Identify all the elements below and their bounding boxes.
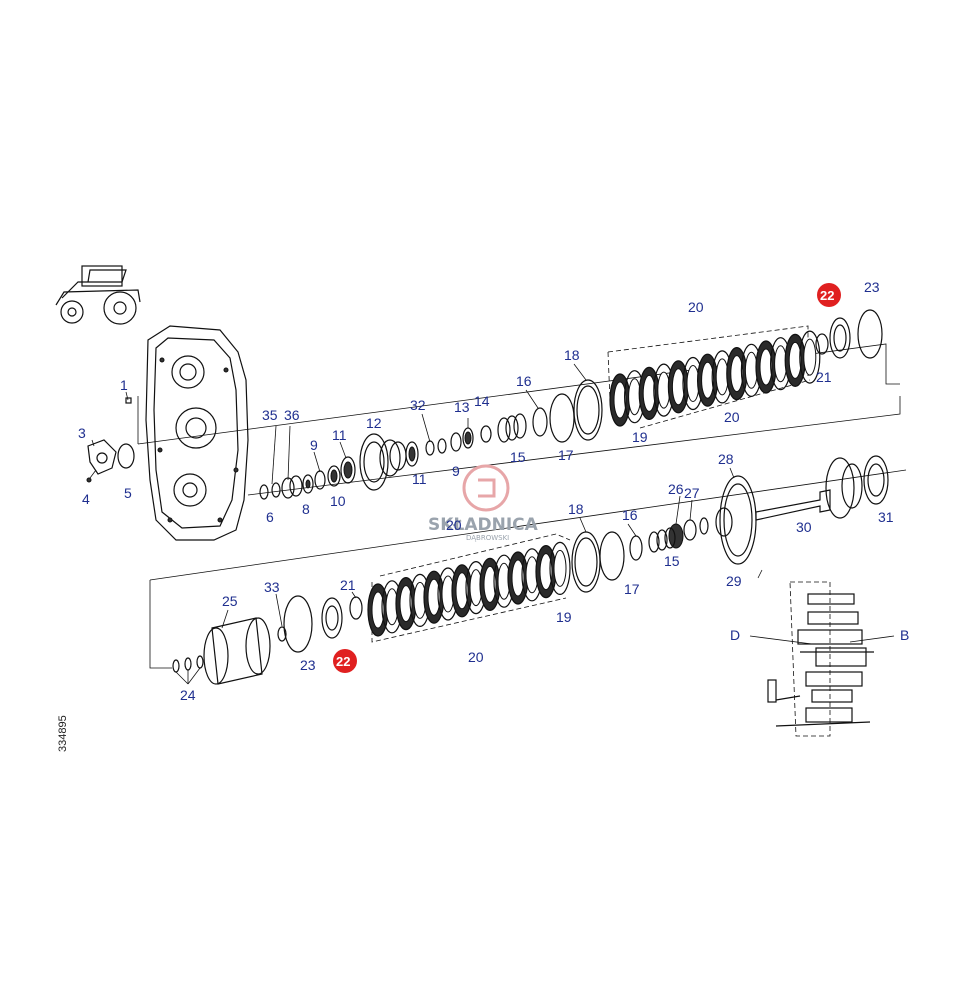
leader-lines: [91, 363, 735, 685]
callout-20-upper-bottom: 20: [724, 409, 740, 425]
callout-18-lower: 18: [568, 501, 584, 517]
clutch-disc-bore: [803, 338, 817, 376]
upper-clutch-pack: [607, 309, 883, 429]
clutch-disc-bore: [613, 381, 627, 419]
callout-19-lower: 19: [556, 609, 572, 625]
callout-23-upper: 23: [864, 279, 880, 295]
upper-mid-rings: [405, 379, 603, 467]
upper-axis: [137, 343, 907, 669]
clutch-disc-bore: [399, 585, 413, 623]
callout-11-left: 11: [332, 427, 347, 443]
clutch-disc-bore: [671, 368, 685, 406]
callout-31: 31: [878, 509, 894, 525]
callout-9-upper: 9: [310, 437, 318, 453]
clutch-disc-bore: [788, 341, 802, 379]
lower-clutch-pack: [367, 533, 571, 643]
inset-label-d: D: [730, 627, 740, 643]
callout-17-upper: 17: [558, 447, 574, 463]
lower-right-rings: [571, 527, 676, 593]
callout-16-lower: 16: [622, 507, 638, 523]
inset-schematic: [749, 581, 895, 737]
callout-9-lower: 9: [452, 463, 460, 479]
highlight-22-upper: [817, 283, 841, 307]
callout-15-lower: 15: [664, 553, 680, 569]
callout-11-right: 11: [412, 471, 427, 487]
clutch-disc-bore: [553, 549, 567, 587]
callout-20-lower-top: 20: [446, 517, 462, 533]
callout-36: 36: [284, 407, 300, 423]
callout-20-lower-bottom: 20: [468, 649, 484, 665]
clutch-disc-bore: [730, 355, 744, 393]
highlight-22-lower: [333, 649, 357, 673]
callout-19-upper: 19: [632, 429, 648, 445]
callout-26: 26: [668, 481, 684, 497]
callout-20-upper-top: 20: [688, 299, 704, 315]
callout-23-lower: 23: [300, 657, 316, 673]
callout-8: 8: [302, 501, 310, 517]
clutch-disc: [799, 330, 821, 384]
watermark-logo: SKŁADNICA DĄBROWSKI: [428, 464, 539, 542]
clutch-disc-bore: [511, 559, 525, 597]
clutch-disc-bore: [455, 572, 469, 610]
clutch-disc-bore: [642, 374, 656, 412]
callout-13: 13: [454, 399, 470, 415]
callout-3: 3: [78, 425, 86, 441]
clutch-disc-bore: [371, 591, 385, 629]
clutch-disc-bore: [539, 553, 553, 591]
output-shaft-assembly: [668, 455, 889, 565]
callout-24: 24: [180, 687, 196, 703]
callout-29: 29: [726, 573, 742, 589]
callout-16-upper: 16: [516, 373, 532, 389]
clutch-disc-bore: [701, 361, 715, 399]
callout-4: 4: [82, 491, 90, 507]
clutch-disc-bore: [483, 565, 497, 603]
diagram-code: 334895: [57, 715, 69, 752]
housing-plate: [145, 325, 249, 541]
clutch-disc-bore: [427, 578, 441, 616]
callout-22-upper: 22: [820, 288, 834, 303]
tractor-icon: [55, 265, 141, 325]
watermark-subtext: DĄBROWSKI: [466, 534, 509, 542]
callout-33: 33: [264, 579, 280, 595]
callout-21-upper: 21: [816, 369, 832, 385]
upper-small-rings: [259, 456, 356, 500]
callout-28: 28: [718, 451, 734, 467]
callout-14: 14: [474, 393, 490, 409]
lower-left-parts: [172, 595, 363, 685]
callout-35: 35: [262, 407, 278, 423]
gear-12: [359, 433, 407, 491]
callout-27: 27: [684, 485, 700, 501]
callout-17-lower: 17: [624, 581, 640, 597]
callout-5: 5: [124, 485, 132, 501]
callout-6: 6: [266, 509, 274, 525]
callout-12: 12: [366, 415, 382, 431]
clutch-disc: [549, 541, 571, 596]
callout-30: 30: [796, 519, 812, 535]
callout-25: 25: [222, 593, 238, 609]
callout-18-upper: 18: [564, 347, 580, 363]
callout-32: 32: [410, 397, 426, 413]
callout-labels: 1 3 4 5 6 35 36 8 9 10 11 12 11 32 13 14…: [78, 279, 909, 703]
clamp-assembly: [86, 397, 135, 483]
callout-10: 10: [330, 493, 346, 509]
callout-1: 1: [120, 377, 128, 393]
callout-21-lower: 21: [340, 577, 356, 593]
inset-label-b: B: [900, 627, 909, 643]
clutch-disc-bore: [759, 348, 773, 386]
callout-22-lower: 22: [336, 654, 350, 669]
callout-15-upper: 15: [510, 449, 526, 465]
watermark-text: SKŁADNICA: [428, 515, 539, 535]
